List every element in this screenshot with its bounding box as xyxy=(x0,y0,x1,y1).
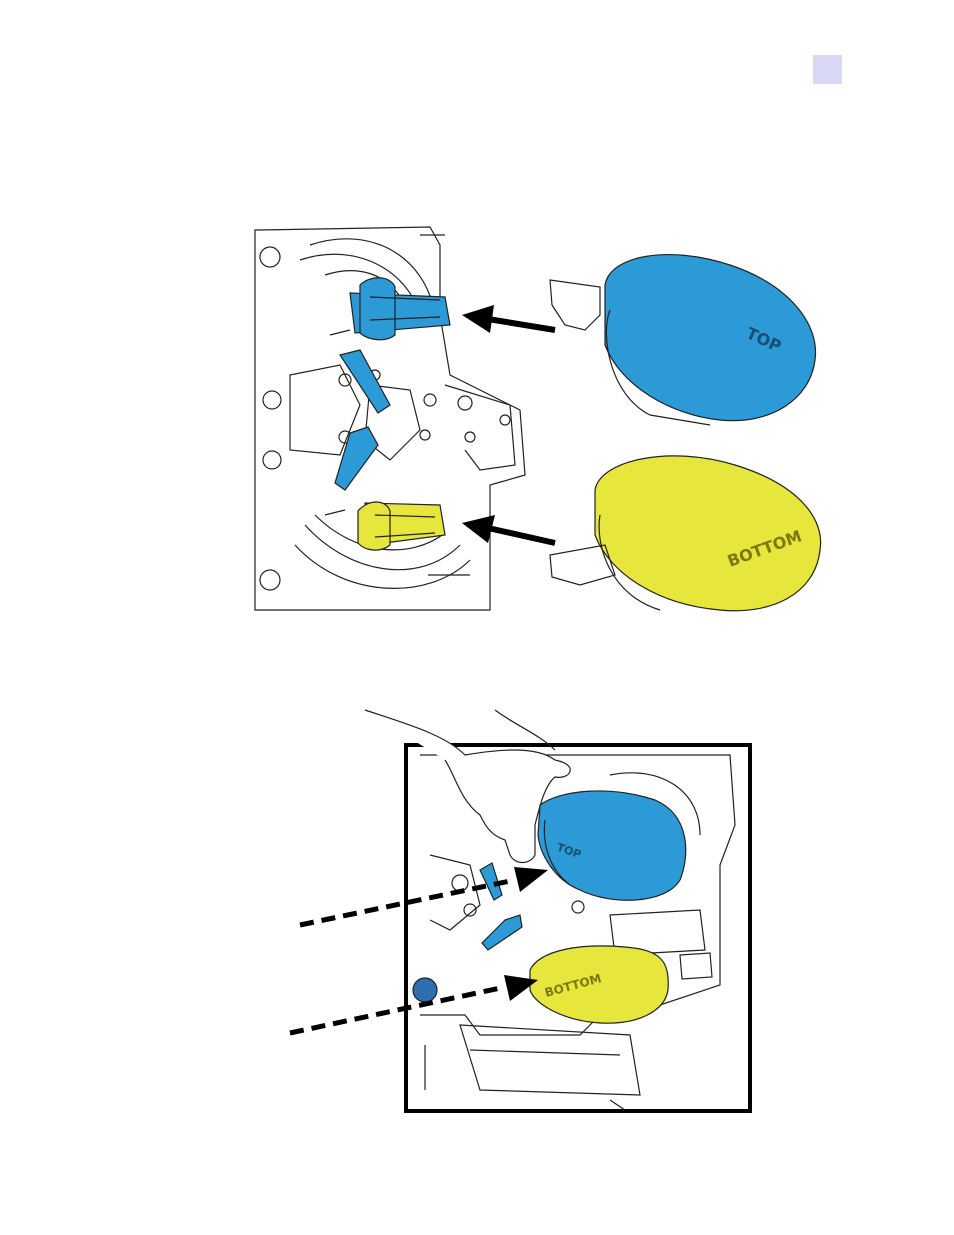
cartridge-loading-diagram: TOP BOTTOM xyxy=(250,215,850,625)
tension-knob xyxy=(413,978,437,1002)
cartridge-insertion-photo-illustration: TOP BOTTOM xyxy=(280,705,760,1120)
insert-arrow-top xyxy=(462,305,555,333)
page-tab-marker xyxy=(813,55,842,84)
